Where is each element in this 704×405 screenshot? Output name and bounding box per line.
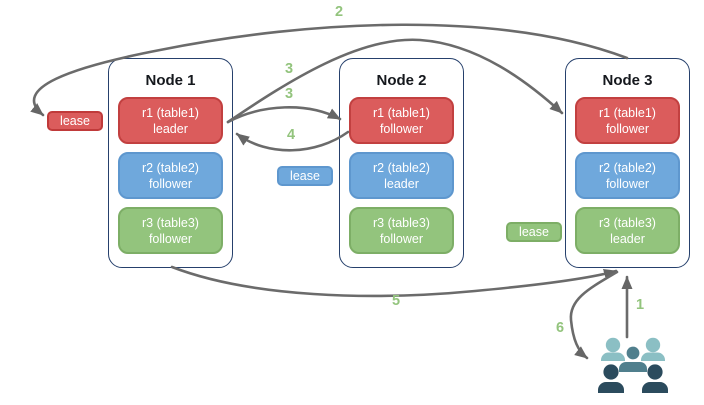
users-middle-person [619, 346, 647, 372]
step-label-5: 5 [392, 293, 401, 309]
node-2-replica-r3: r3 (table3) follower [349, 207, 454, 254]
replica-role-label: follower [605, 121, 650, 136]
replica-role-label: leader [153, 121, 188, 136]
node-2-replica-r2: r2 (table2) leader [349, 152, 454, 199]
lease-badge-r1: lease [47, 111, 103, 131]
node-3-replica-r1: r1 (table1) follower [575, 97, 680, 144]
node-3-title: Node 3 [602, 72, 653, 89]
node-2-title: Node 2 [376, 72, 427, 89]
replica-range-label: r1 (table1) [142, 105, 199, 120]
step-label-2: 2 [335, 4, 344, 20]
step-label-6: 6 [556, 320, 565, 336]
replica-role-label: follower [379, 231, 424, 246]
step-label-3a: 3 [285, 61, 294, 77]
users-icon [598, 337, 668, 393]
replica-range-label: r1 (table1) [373, 105, 430, 120]
lease-badge-r2: lease [277, 166, 333, 186]
replica-range-label: r3 (table3) [142, 215, 199, 230]
replica-role-label: follower [148, 231, 193, 246]
replica-range-label: r2 (table2) [142, 160, 199, 175]
arrow-step-5-node1-to-node3 [170, 265, 618, 298]
replica-role-label: follower [379, 121, 424, 136]
users-front-row [598, 364, 668, 393]
replica-role-label: follower [148, 176, 193, 191]
node-3: Node 3 r1 (table1) follower r2 (table2) … [565, 58, 690, 268]
replica-role-label: leader [610, 231, 645, 246]
node-2: Node 2 r1 (table1) follower r2 (table2) … [339, 58, 464, 268]
replica-range-label: r2 (table2) [373, 160, 430, 175]
replica-range-label: r3 (table3) [373, 215, 430, 230]
replica-role-label: leader [384, 176, 419, 191]
node-3-replica-r3: r3 (table3) leader [575, 207, 680, 254]
node-1-title: Node 1 [145, 72, 196, 89]
node-1-replica-r3: r3 (table3) follower [118, 207, 223, 254]
node-2-replica-r1: r1 (table1) follower [349, 97, 454, 144]
replica-role-label: follower [605, 176, 650, 191]
node-1-replica-r1: r1 (table1) leader [118, 97, 223, 144]
step-label-4: 4 [287, 127, 296, 143]
node-1-replica-r2: r2 (table2) follower [118, 152, 223, 199]
node-1: Node 1 r1 (table1) leader r2 (table2) fo… [108, 58, 233, 268]
replica-range-label: r1 (table1) [599, 105, 656, 120]
step-label-3b: 3 [285, 86, 294, 102]
replica-range-label: r2 (table2) [599, 160, 656, 175]
replica-range-label: r3 (table3) [599, 215, 656, 230]
lease-badge-r3: lease [506, 222, 562, 242]
step-label-1: 1 [636, 297, 645, 313]
node-3-replica-r2: r2 (table2) follower [575, 152, 680, 199]
arrow-step-3-leader-to-node2 [226, 106, 342, 124]
